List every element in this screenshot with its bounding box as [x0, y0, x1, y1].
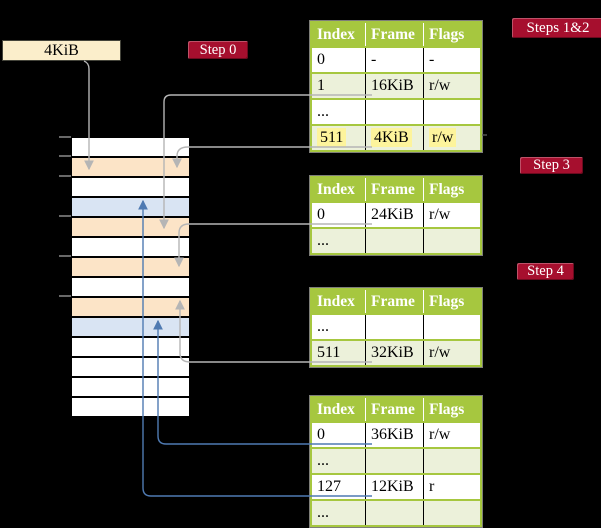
cell-index: 0: [317, 206, 325, 223]
cell-flags: r: [423, 475, 480, 499]
page-table-4: Index Frame Flags 0 36KiB r/w ... 127 12…: [310, 396, 482, 527]
column-header-flags: Flags: [423, 178, 480, 201]
memory-row-13: [72, 378, 189, 398]
table-header: Index Frame Flags: [312, 398, 480, 421]
memory-row-5: [72, 218, 189, 238]
frame-size-label: 4KiB: [2, 40, 121, 61]
page-table-2: Index Frame Flags 0 24KiB r/w ...: [310, 176, 482, 255]
column-header-index: Index: [317, 293, 355, 310]
memory-row-10: [72, 318, 189, 338]
cell-index: 511: [312, 126, 365, 150]
table-row: ...: [312, 98, 480, 124]
page-table-1: Index Frame Flags 0 - - 1 16KiB r/w ... …: [310, 21, 482, 152]
step-3-badge: Step 3: [520, 157, 583, 174]
steps-1-2-label: Steps 1&2: [526, 20, 590, 36]
cell-flags: [423, 501, 480, 525]
cell-frame: 12KiB: [365, 475, 423, 499]
table-row: 0 36KiB r/w: [312, 421, 480, 447]
cell-frame: 4KiB: [365, 126, 423, 150]
frame-size-text: 4KiB: [44, 42, 79, 59]
memory-row-3: [72, 178, 189, 198]
cell-frame: [365, 501, 423, 525]
physical-memory-column: [70, 136, 191, 418]
highlight: 511: [317, 128, 347, 147]
memory-row-2: [72, 158, 189, 178]
cell-flags: r/w: [423, 423, 480, 447]
cell-frame: [365, 100, 423, 124]
table-header: Index Frame Flags: [312, 178, 480, 201]
highlight: 4KiB: [371, 128, 412, 147]
table-row: 127 12KiB r: [312, 473, 480, 499]
cell-frame: [365, 229, 423, 253]
cell-flags: r/w: [423, 74, 480, 98]
table-row: 0 - -: [312, 46, 480, 72]
step-3-label: Step 3: [533, 157, 570, 173]
cell-flags: [423, 229, 480, 253]
memory-row-9: [72, 298, 189, 318]
cell-index: 1: [317, 77, 325, 94]
memory-row-12: [72, 358, 189, 378]
cell-flags: r/w: [423, 341, 480, 365]
table-row: 1 16KiB r/w: [312, 72, 480, 98]
memory-row-14: [72, 398, 189, 416]
cell-index: 127: [317, 478, 341, 495]
column-header-frame: Frame: [365, 398, 423, 421]
memory-row-6: [72, 238, 189, 258]
page-table-3: Index Frame Flags ... 511 32KiB r/w: [310, 288, 482, 367]
step-4-badge: Step 4: [517, 263, 574, 280]
cell-index: ...: [317, 504, 329, 521]
memory-row-4: [72, 198, 189, 218]
column-header-index: Index: [317, 26, 355, 43]
cell-index: ...: [317, 232, 329, 249]
table-header: Index Frame Flags: [312, 23, 480, 46]
column-header-frame: Frame: [365, 23, 423, 46]
cell-index: ...: [317, 452, 329, 469]
cell-frame: [365, 315, 423, 339]
cell-index: 0: [317, 426, 325, 443]
cell-frame: 32KiB: [365, 341, 423, 365]
table-row: 511 32KiB r/w: [312, 339, 480, 365]
cell-flags: [423, 449, 480, 473]
cell-frame: 24KiB: [365, 203, 423, 227]
cell-index: ...: [317, 318, 329, 335]
table-row-highlighted: 511 4KiB r/w: [312, 124, 480, 150]
steps-1-2-badge: Steps 1&2: [512, 18, 601, 38]
column-header-flags: Flags: [423, 290, 480, 313]
step-4-label: Step 4: [527, 263, 564, 279]
column-header-frame: Frame: [365, 178, 423, 201]
table-row: ...: [312, 227, 480, 253]
highlight: r/w: [429, 128, 457, 147]
column-header-flags: Flags: [423, 23, 480, 46]
memory-row-11: [72, 338, 189, 358]
cell-flags: [423, 315, 480, 339]
memory-row-1: [72, 138, 189, 158]
cell-frame: [365, 449, 423, 473]
table-row: ...: [312, 447, 480, 473]
column-header-index: Index: [317, 401, 355, 418]
table-row: ...: [312, 499, 480, 525]
column-header-index: Index: [317, 181, 355, 198]
cell-index: ...: [317, 103, 329, 120]
cell-flags: [423, 100, 480, 124]
cell-index: 511: [317, 344, 341, 361]
column-header-flags: Flags: [423, 398, 480, 421]
cell-frame: 36KiB: [365, 423, 423, 447]
table-row: ...: [312, 313, 480, 339]
cell-frame: 16KiB: [365, 74, 423, 98]
table-header: Index Frame Flags: [312, 290, 480, 313]
cell-frame: -: [365, 48, 423, 72]
cell-flags: -: [423, 48, 480, 72]
step-0-label: Step 0: [199, 42, 237, 58]
table-row: 0 24KiB r/w: [312, 201, 480, 227]
cell-flags: r/w: [423, 203, 480, 227]
step-0-badge: Step 0: [188, 41, 248, 59]
column-header-frame: Frame: [365, 290, 423, 313]
memory-row-8: [72, 278, 189, 298]
cell-index: 0: [317, 51, 325, 68]
memory-row-7: [72, 258, 189, 278]
cell-flags: r/w: [423, 126, 480, 150]
